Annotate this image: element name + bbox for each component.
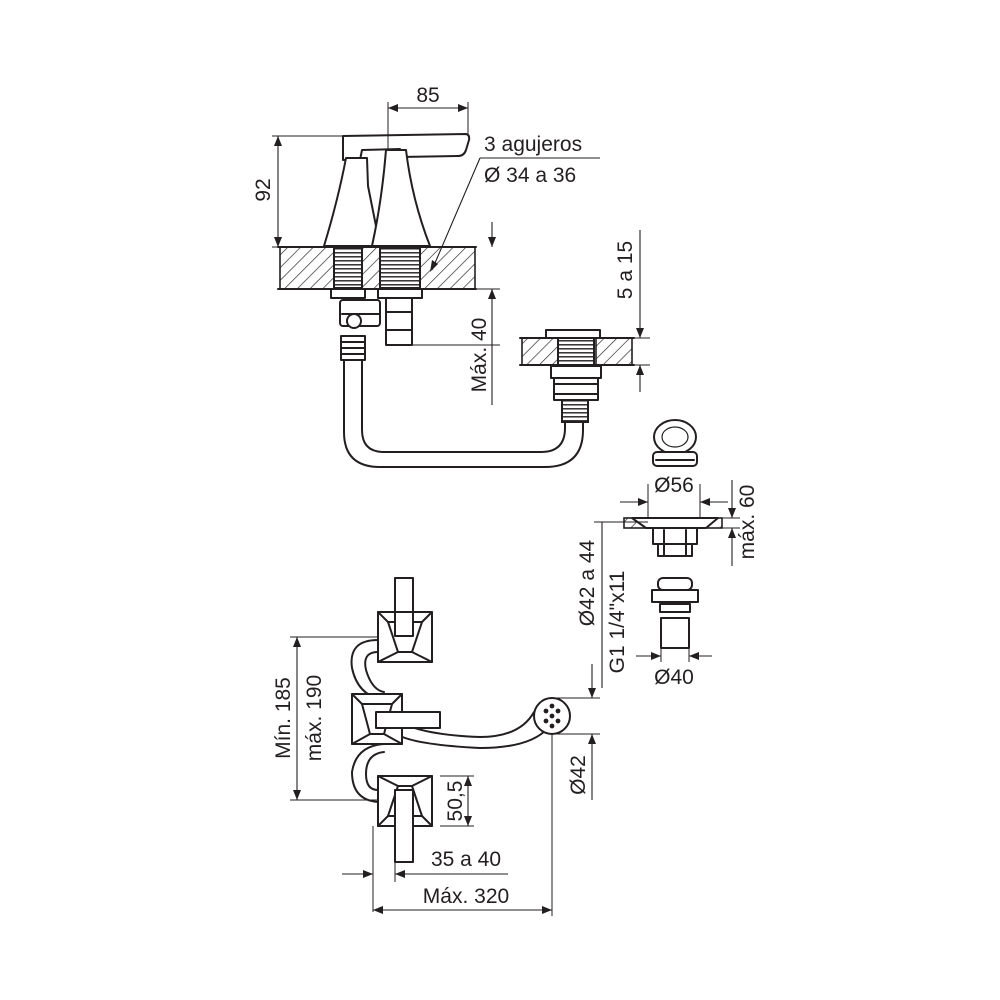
dim-85: 85 xyxy=(387,84,469,150)
dim-5-a-15: 5 a 15 xyxy=(614,230,650,392)
spout-deck-section-left xyxy=(521,337,559,366)
dim-5-a-15-label: 5 a 15 xyxy=(614,241,637,299)
dim-max-60: máx. 60 xyxy=(706,480,759,566)
valve-body-left xyxy=(323,157,381,247)
dim-50-5-label: 50,5 xyxy=(444,781,467,822)
plan-hose-lower-inner xyxy=(365,751,385,791)
dim-92-label: 92 xyxy=(252,178,275,201)
drain-gasket xyxy=(657,577,693,591)
spout-deck-section-right xyxy=(595,337,633,366)
countertop-section-middle xyxy=(361,246,381,290)
front-elevation-view: 85 92 3 agujeros Ø 34 a 36 Máx xyxy=(252,84,650,468)
flex-hose-inner xyxy=(361,359,566,453)
dim-max-320: Máx. 320 xyxy=(373,734,553,916)
dim-max-320-label: Máx. 320 xyxy=(423,885,509,908)
drain-tailpiece xyxy=(660,617,690,649)
plan-hose-upper-inner xyxy=(364,651,385,693)
holes-label-line2: Ø 34 a 36 xyxy=(484,164,576,187)
dim-dia-42-label: Ø42 xyxy=(567,755,590,795)
countertop-section-right xyxy=(419,246,476,290)
holes-label-line1: 3 agujeros xyxy=(484,133,582,156)
dim-35-a-40-label: 35 a 40 xyxy=(431,848,501,871)
valve-body-right xyxy=(371,149,431,247)
drain-body xyxy=(652,527,698,545)
elbow-bolt xyxy=(346,313,362,329)
dim-max-190-label: máx. 190 xyxy=(303,675,326,761)
dim-dia-42: Ø42 xyxy=(552,664,600,800)
plan-spout-outlet xyxy=(533,697,571,735)
left-lock-nut xyxy=(330,288,366,299)
plan-view: Mín. 185 máx. 190 50,5 Ø42 xyxy=(272,577,600,916)
spout-flange xyxy=(545,329,601,339)
spout-threaded-body xyxy=(557,337,595,366)
holes-callout: 3 agujeros Ø 34 a 36 xyxy=(430,133,600,272)
dim-92: 92 xyxy=(252,135,344,248)
dim-dia-40-label: Ø40 xyxy=(654,666,694,689)
plan-bottom-handle xyxy=(394,789,414,863)
dim-185-190: Mín. 185 máx. 190 xyxy=(272,636,378,801)
valve-outlet-stem xyxy=(385,297,413,346)
drain-tail-nut xyxy=(659,603,691,613)
thread-g1-label: G1 1/4"x11 xyxy=(606,571,629,674)
dim-85-label: 85 xyxy=(416,84,439,107)
spout-inlet-thread xyxy=(561,399,589,423)
dim-35-a-40: 35 a 40 xyxy=(342,826,508,912)
dim-max-40-label: Máx. 40 xyxy=(468,318,491,393)
plan-center-spout-arm xyxy=(375,711,441,729)
plan-top-valve xyxy=(377,611,433,663)
dim-dia-42-44-label: Ø42 a 44 xyxy=(576,539,599,626)
drain-detail-view: Ø56 máx. 60 Ø42 a 44 G1 1/4"x11 xyxy=(576,419,759,689)
dim-max-40: Máx. 40 xyxy=(412,222,500,405)
spout-lock-nut xyxy=(550,365,602,379)
plan-hose-to-spout-outer xyxy=(399,727,549,749)
right-threaded-shank xyxy=(379,247,421,289)
dim-dia-42-44: Ø42 a 44 G1 1/4"x11 xyxy=(576,521,648,688)
plan-hose-lower-outer xyxy=(351,743,385,803)
dim-min-185-label: Mín. 185 xyxy=(272,677,295,759)
dim-max-60-label: máx. 60 xyxy=(736,485,759,560)
countertop-section-left xyxy=(279,246,335,290)
dim-50-5: 50,5 xyxy=(440,775,474,827)
drain-nut xyxy=(651,589,699,603)
spout-nut-lower xyxy=(553,377,599,401)
flex-hose-outer xyxy=(343,359,584,468)
dim-dia-40: Ø40 xyxy=(636,648,712,689)
drain-flange xyxy=(631,517,719,529)
right-lock-nut xyxy=(377,288,423,299)
drain-stopper-ring xyxy=(653,419,697,455)
left-threaded-shank xyxy=(333,247,363,289)
drain-body-lower xyxy=(657,543,693,557)
dim-dia-56: Ø56 xyxy=(620,474,728,518)
dim-dia-56-label: Ø56 xyxy=(654,474,694,497)
